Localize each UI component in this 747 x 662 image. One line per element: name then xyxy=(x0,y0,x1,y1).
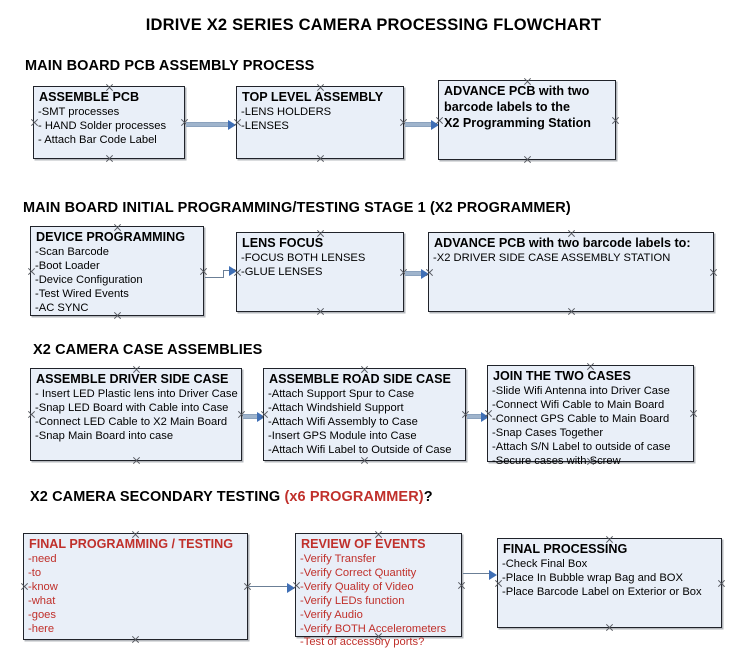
list-item: -Snap Cases Together xyxy=(492,426,604,439)
list-item: -Attach S/N Label to outside of case xyxy=(492,440,671,453)
list-item: -LENSES xyxy=(241,119,289,132)
list-item: -Connect GPS Cable to Main Board xyxy=(492,412,670,425)
list-item: -Secure cases with Screw xyxy=(492,454,621,467)
list-item: -Verify Correct Quantity xyxy=(300,566,417,579)
node-assemble-road-side-case[interactable]: ASSEMBLE ROAD SIDE CASE -Attach Support … xyxy=(263,368,466,461)
list-item: -Check Final Box xyxy=(502,557,588,570)
node-title: REVIEW OF EVENTS xyxy=(301,537,426,551)
node-items: -X2 DRIVER SIDE CASE ASSEMBLY STATION xyxy=(429,252,713,266)
list-item: -SMT processes xyxy=(38,105,120,118)
list-item: -Connect LED Cable to X2 Main Board xyxy=(35,415,228,428)
node-title: LENS FOCUS xyxy=(242,236,324,250)
node-title: DEVICE PROGRAMMING xyxy=(36,230,186,244)
connection-handle-bottom[interactable] xyxy=(105,154,114,163)
node-title: JOIN THE TWO CASES xyxy=(493,369,631,383)
list-item: -Attach Support Spur to Case xyxy=(268,387,415,400)
list-item: - Insert LED Plastic lens into Driver Ca… xyxy=(35,387,238,400)
list-item: -Boot Loader xyxy=(35,259,100,272)
list-item: -GLUE LENSES xyxy=(241,265,323,278)
node-items: -SMT processes - HAND Solder processes -… xyxy=(34,106,184,148)
list-item: - Attach Bar Code Label xyxy=(38,133,157,146)
list-item: - HAND Solder processes xyxy=(38,119,167,132)
list-item: -Device Configuration xyxy=(35,273,143,286)
list-item: -Attach Windshield Support xyxy=(268,401,404,414)
list-item: -FOCUS BOTH LENSES xyxy=(241,251,366,264)
section-heading-x2-camera-secondary-testing: X2 CAMERA SECONDARY TESTING (x6 PROGRAMM… xyxy=(30,489,433,505)
node-title: ADVANCE PCB with two xyxy=(444,84,590,98)
node-items: -Check Final Box -Place In Bubble wrap B… xyxy=(498,558,721,600)
node-items: -FOCUS BOTH LENSES -GLUE LENSES xyxy=(237,252,403,280)
list-item: -Slide Wifi Antenna into Driver Case xyxy=(492,384,670,397)
list-item: -AC SYNC xyxy=(35,301,89,314)
list-item: -Verify BOTH Accelerometers xyxy=(300,622,447,635)
node-join-the-two-cases[interactable]: JOIN THE TWO CASES -Slide Wifi Antenna i… xyxy=(487,365,694,467)
list-item: -know xyxy=(28,580,58,593)
section-heading-accent: (x6 PROGRAMMER) xyxy=(284,489,424,505)
list-item: -Place In Bubble wrap Bag and BOX xyxy=(502,571,683,584)
node-title-line3: X2 Programming Station xyxy=(444,115,591,130)
list-item: -Test Wired Events xyxy=(35,287,129,300)
connection-handle-bottom[interactable] xyxy=(132,456,141,465)
node-title: ASSEMBLE ROAD SIDE CASE xyxy=(269,372,451,386)
node-items: -Scan Barcode -Boot Loader -Device Confi… xyxy=(31,246,203,316)
section-heading-main-board-initial-programming: MAIN BOARD INITIAL PROGRAMMING/TESTING S… xyxy=(23,200,571,216)
list-item: -goes xyxy=(28,608,56,621)
node-items: -Verify Transfer -Verify Correct Quantit… xyxy=(296,553,461,651)
node-items: -LENS HOLDERS -LENSES xyxy=(237,106,403,134)
node-advance-pcb-to-driver-side-station[interactable]: ADVANCE PCB with two barcode labels to: … xyxy=(428,232,714,312)
list-item: -what xyxy=(28,594,56,607)
node-final-programming-testing[interactable]: FINAL PROGRAMMING / TESTING -need -to -k… xyxy=(23,533,248,640)
connection-handle-bottom[interactable] xyxy=(605,623,614,632)
node-title: ASSEMBLE PCB xyxy=(39,90,140,104)
node-items: -need -to -know -what -goes -here xyxy=(24,553,247,637)
list-item: -Place Barcode Label on Exterior or Box xyxy=(502,585,702,598)
node-device-programming[interactable]: DEVICE PROGRAMMING -Scan Barcode -Boot L… xyxy=(30,226,204,316)
list-item: -here xyxy=(28,622,55,635)
connection-handle-right[interactable] xyxy=(709,268,718,277)
section-heading-main-board-pcb-assembly-process: MAIN BOARD PCB ASSEMBLY PROCESS xyxy=(25,58,315,74)
list-item: -need xyxy=(28,552,57,565)
node-title: FINAL PROCESSING xyxy=(503,542,628,556)
section-heading-suffix: ? xyxy=(423,489,433,505)
page-title: IDRIVE X2 SERIES CAMERA PROCESSING FLOWC… xyxy=(145,16,602,34)
node-title: TOP LEVEL ASSEMBLY xyxy=(242,90,384,104)
node-items: -Attach Support Spur to Case -Attach Win… xyxy=(264,388,465,458)
list-item: -Insert GPS Module into Case xyxy=(268,429,417,442)
connection-handle-bottom[interactable] xyxy=(316,307,325,316)
node-items: - Insert LED Plastic lens into Driver Ca… xyxy=(31,388,241,444)
node-final-processing[interactable]: FINAL PROCESSING -Check Final Box -Place… xyxy=(497,538,722,628)
section-heading-text: X2 CAMERA SECONDARY TESTING xyxy=(30,489,285,505)
node-review-of-events[interactable]: REVIEW OF EVENTS -Verify Transfer -Verif… xyxy=(295,533,462,648)
section-heading-x2-camera-case-assemblies: X2 CAMERA CASE ASSEMBLIES xyxy=(33,342,263,358)
node-items: -Slide Wifi Antenna into Driver Case -Co… xyxy=(488,385,693,469)
list-item: -Verify Quality of Video xyxy=(300,580,414,593)
list-item: -Test of accessory ports? xyxy=(300,636,425,649)
node-top-level-assembly[interactable]: TOP LEVEL ASSEMBLY -LENS HOLDERS -LENSES xyxy=(236,86,404,159)
node-title: ASSEMBLE DRIVER SIDE CASE xyxy=(36,372,229,386)
node-assemble-pcb[interactable]: ASSEMBLE PCB -SMT processes - HAND Solde… xyxy=(33,86,185,159)
node-assemble-driver-side-case[interactable]: ASSEMBLE DRIVER SIDE CASE - Insert LED P… xyxy=(30,368,242,461)
list-item: -Scan Barcode xyxy=(35,245,110,258)
list-item: -Verify Audio xyxy=(300,608,363,621)
connection-handle-bottom[interactable] xyxy=(316,154,325,163)
node-title: ADVANCE PCB with two barcode labels to: xyxy=(434,236,691,250)
connection-handle-bottom[interactable] xyxy=(567,307,576,316)
node-title: FINAL PROGRAMMING / TESTING xyxy=(29,537,234,551)
list-item: -Snap Main Board into case xyxy=(35,429,174,442)
list-item: -X2 DRIVER SIDE CASE ASSEMBLY STATION xyxy=(433,251,671,264)
node-title-line2: barcode labels to the xyxy=(444,99,570,114)
list-item: -to xyxy=(28,566,42,579)
list-item: -Snap LED Board with Cable into Case xyxy=(35,401,229,414)
list-item: -Attach Wifi Assembly to Case xyxy=(268,415,418,428)
list-item: -Verify LEDs function xyxy=(300,594,405,607)
list-item: -Connect Wifi Cable to Main Board xyxy=(492,398,665,411)
list-item: -Attach Wifi Label to Outside of Case xyxy=(268,443,452,456)
list-item: -LENS HOLDERS xyxy=(241,105,332,118)
connection-handle-bottom[interactable] xyxy=(523,155,532,164)
list-item: -Verify Transfer xyxy=(300,552,376,565)
node-lens-focus[interactable]: LENS FOCUS -FOCUS BOTH LENSES -GLUE LENS… xyxy=(236,232,404,312)
node-advance-pcb-to-programming-station[interactable]: ADVANCE PCB with two barcode labels to t… xyxy=(438,80,616,160)
